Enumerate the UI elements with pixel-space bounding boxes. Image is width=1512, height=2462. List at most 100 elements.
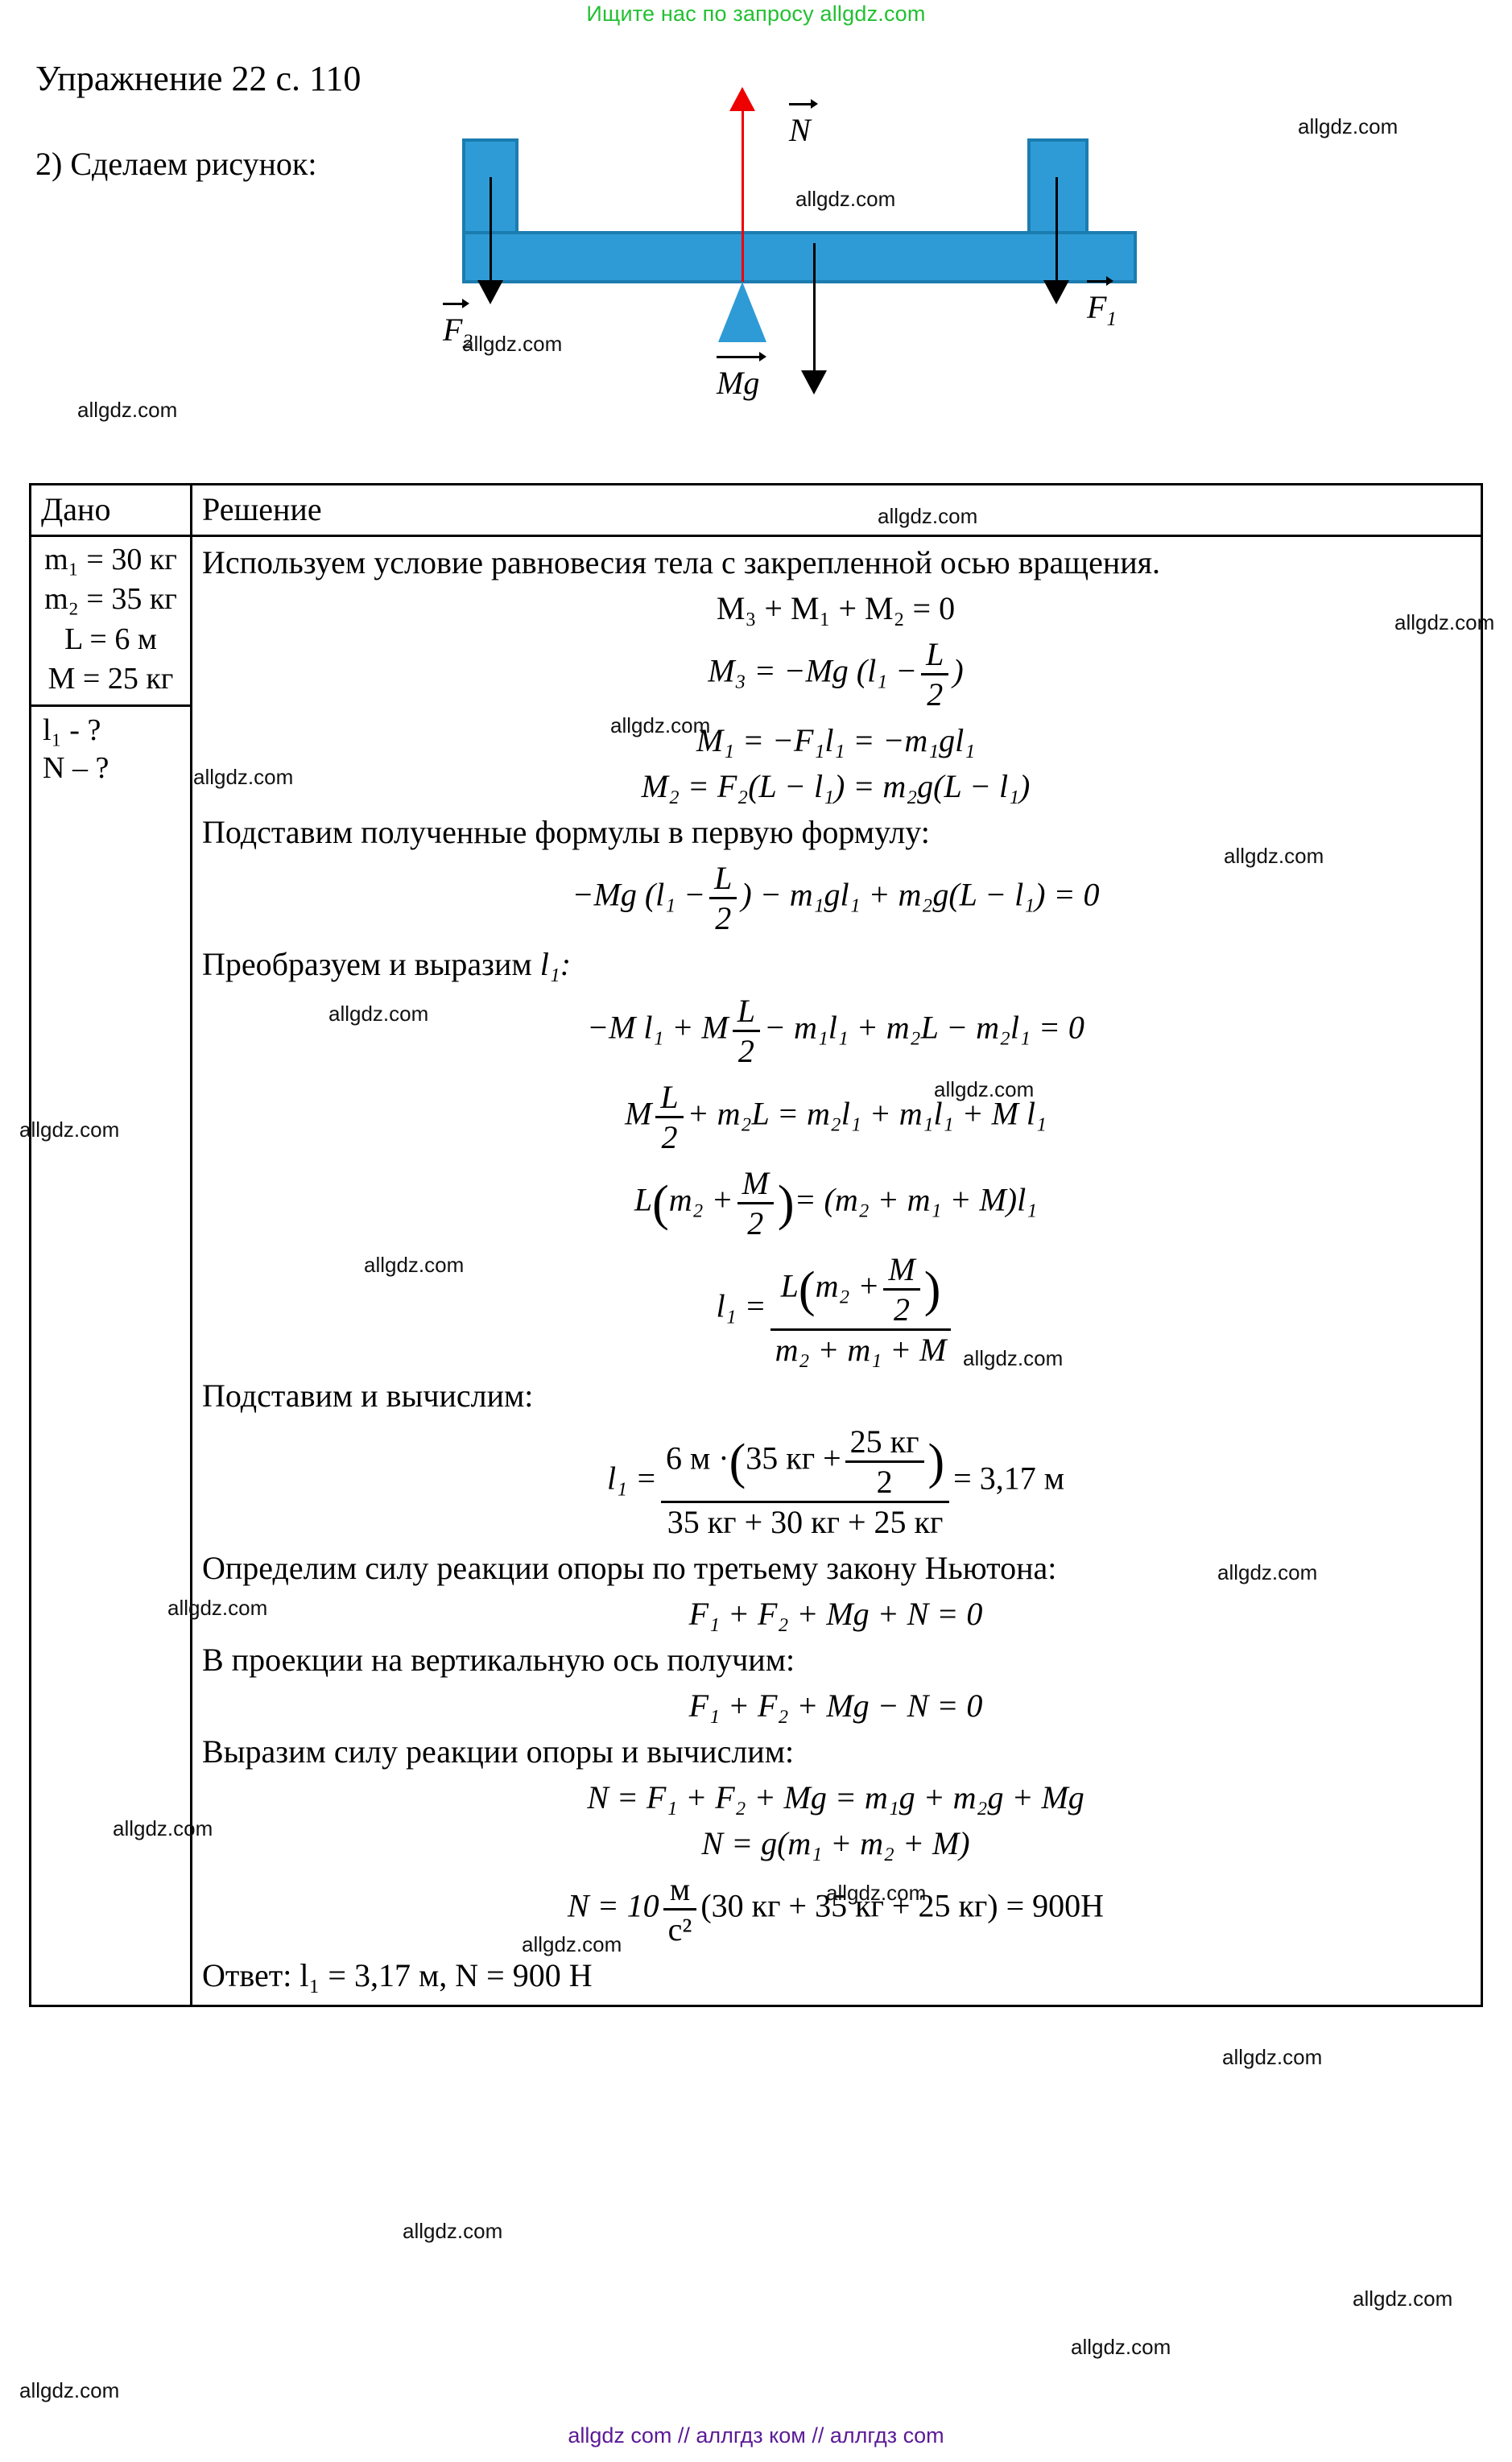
eq10-lhs: l₁ =	[606, 1460, 657, 1497]
eq10-num-b: 35 кг +	[746, 1440, 841, 1477]
solution-column: Используем условие равновесия тела с зак…	[192, 537, 1481, 2005]
site-banner: Ищите нас по запросу allgdz.com	[586, 2, 926, 26]
eq8-c: = (m₂ + m₁ + М)l₁	[794, 1181, 1038, 1218]
equation-1: М₃ + М₁ + М₂ = 0	[202, 589, 1469, 627]
watermark: allgdz.com	[934, 1077, 1035, 1101]
watermark: allgdz.com	[963, 1346, 1064, 1370]
watermark: allgdz.com	[1224, 844, 1324, 868]
watermark: allgdz.com	[462, 332, 563, 356]
watermark: allgdz.com	[1217, 1560, 1318, 1584]
fulcrum-triangle	[718, 282, 766, 342]
f2-arrow-head	[477, 280, 503, 304]
paren-open: (	[798, 1262, 816, 1317]
label-F1-sub: 1	[1106, 308, 1117, 330]
label-F2: F2	[443, 299, 473, 353]
equation-3: М₁ = −F₁l₁ = −m₁gl₁	[202, 721, 1469, 759]
eq1-text: М₃ + М₁ + М₂ = 0	[716, 590, 956, 627]
eq5-a: −Mg (l₁ −	[572, 877, 706, 914]
paren-close: )	[777, 1175, 795, 1231]
find-item: N – ?	[43, 751, 109, 786]
given-item: М = 25 кг	[48, 662, 174, 696]
eq13-text: N = F₁ + F₂ + Mg = m₁g + m₂g + Мg	[587, 1779, 1084, 1816]
label-N-text: N	[789, 99, 818, 148]
watermark: allgdz.com	[403, 2219, 503, 2243]
watermark: allgdz.com	[522, 1932, 622, 1956]
watermark: allgdz.com	[113, 1816, 213, 1840]
eq10-result: = 3,17 м	[953, 1460, 1065, 1497]
watermark: allgdz.com	[19, 2378, 120, 2402]
given-header: Дано	[31, 485, 192, 535]
watermark: allgdz.com	[1298, 114, 1398, 138]
label-N: N	[789, 99, 818, 149]
label-F2-text: F	[443, 299, 471, 348]
step-subtitle: 2) Сделаем рисунок:	[35, 146, 317, 182]
solution-text: Подставим полученные формулы в первую фо…	[202, 814, 930, 851]
f1-arrow-head	[1043, 280, 1069, 304]
watermark: allgdz.com	[795, 187, 896, 211]
watermark: allgdz.com	[364, 1253, 465, 1277]
watermark: allgdz.com	[19, 1117, 120, 1142]
p3-a: Преобразуем и выразим	[202, 946, 532, 983]
equation-4: М₂ = F₂(L − l₁) = m₂g(L − l₁)	[202, 767, 1469, 805]
watermark: allgdz.com	[1394, 610, 1495, 634]
label-F1: F1	[1087, 276, 1117, 331]
eq4-text: М₂ = F₂(L − l₁) = m₂g(L − l₁)	[641, 768, 1031, 805]
label-F1-text: F	[1087, 276, 1115, 325]
eq9-denominator: m₂ + m₁ + М	[770, 1328, 952, 1369]
eq3-text: М₁ = −F₁l₁ = −m₁gl₁	[696, 722, 976, 759]
given-values: m₁ = 30 кг m₂ = 35 кг L = 6 м М = 25 кг	[31, 537, 190, 707]
given-item: m₂ = 35 кг	[44, 582, 177, 617]
force-diagram: N F2 F1 Mg	[443, 87, 1159, 435]
watermark: allgdz.com	[878, 504, 978, 528]
table-header-row: Дано Решение	[31, 485, 1481, 537]
solution-table: Дано Решение m₁ = 30 кг m₂ = 35 кг L = 6…	[29, 483, 1483, 2007]
equation-13: N = F₁ + F₂ + Mg = m₁g + m₂g + Мg	[202, 1778, 1469, 1816]
paren-open: (	[729, 1434, 746, 1489]
eq15-a: N = 10	[567, 1888, 659, 1924]
eq14-text: N = g(m₁ + m₂ + М)	[701, 1825, 970, 1862]
normal-force-arrow-head	[729, 87, 755, 111]
equation-14: N = g(m₁ + m₂ + М)	[202, 1824, 1469, 1862]
watermark: allgdz.com	[1222, 2045, 1323, 2069]
eq7-a: М	[625, 1095, 652, 1132]
answer-line: Ответ: l₁ = 3,17 м, N = 900 Н	[202, 1957, 593, 1994]
watermark: allgdz.com	[193, 765, 294, 789]
mg-arrow-shaft	[813, 243, 816, 372]
label-F2-sub: 2	[462, 331, 473, 353]
find-item: l₁ - ?	[43, 713, 101, 747]
eq8-a: L	[634, 1181, 653, 1218]
eq11-text: F₁ + F₂ + Mg + N = 0	[688, 1595, 983, 1632]
eq5-b: ) − m₁gl₁ + m₂g(L − l₁) = 0	[741, 877, 1100, 914]
mg-arrow-head	[801, 370, 827, 394]
page-title: Упражнение 22 с. 110	[35, 59, 361, 98]
eq6-b: − m₁l₁ + m₂L − m₂l₁ = 0	[763, 1009, 1084, 1046]
solution-text: В проекции на вертикальную ось получим:	[202, 1641, 795, 1678]
eq9-num-b: m₂ +	[815, 1267, 880, 1304]
p3-b: l₁:	[539, 946, 572, 983]
f2-arrow-shaft	[490, 177, 492, 282]
given-column: m₁ = 30 кг m₂ = 35 кг L = 6 м М = 25 кг …	[31, 537, 192, 2005]
solution-text: Преобразуем и выразим l₁:	[202, 945, 1469, 983]
watermark: allgdz.com	[610, 713, 711, 737]
solution-text: Выразим силу реакции опоры и вычислим:	[202, 1733, 795, 1770]
watermark: allgdz.com	[77, 398, 178, 422]
watermark: allgdz.com	[328, 1002, 429, 1026]
eq2-rhs: )	[952, 652, 964, 689]
find-values: l₁ - ? N – ?	[31, 707, 190, 796]
solution-text: Определим силу реакции опоры по третьему…	[202, 1549, 1057, 1586]
